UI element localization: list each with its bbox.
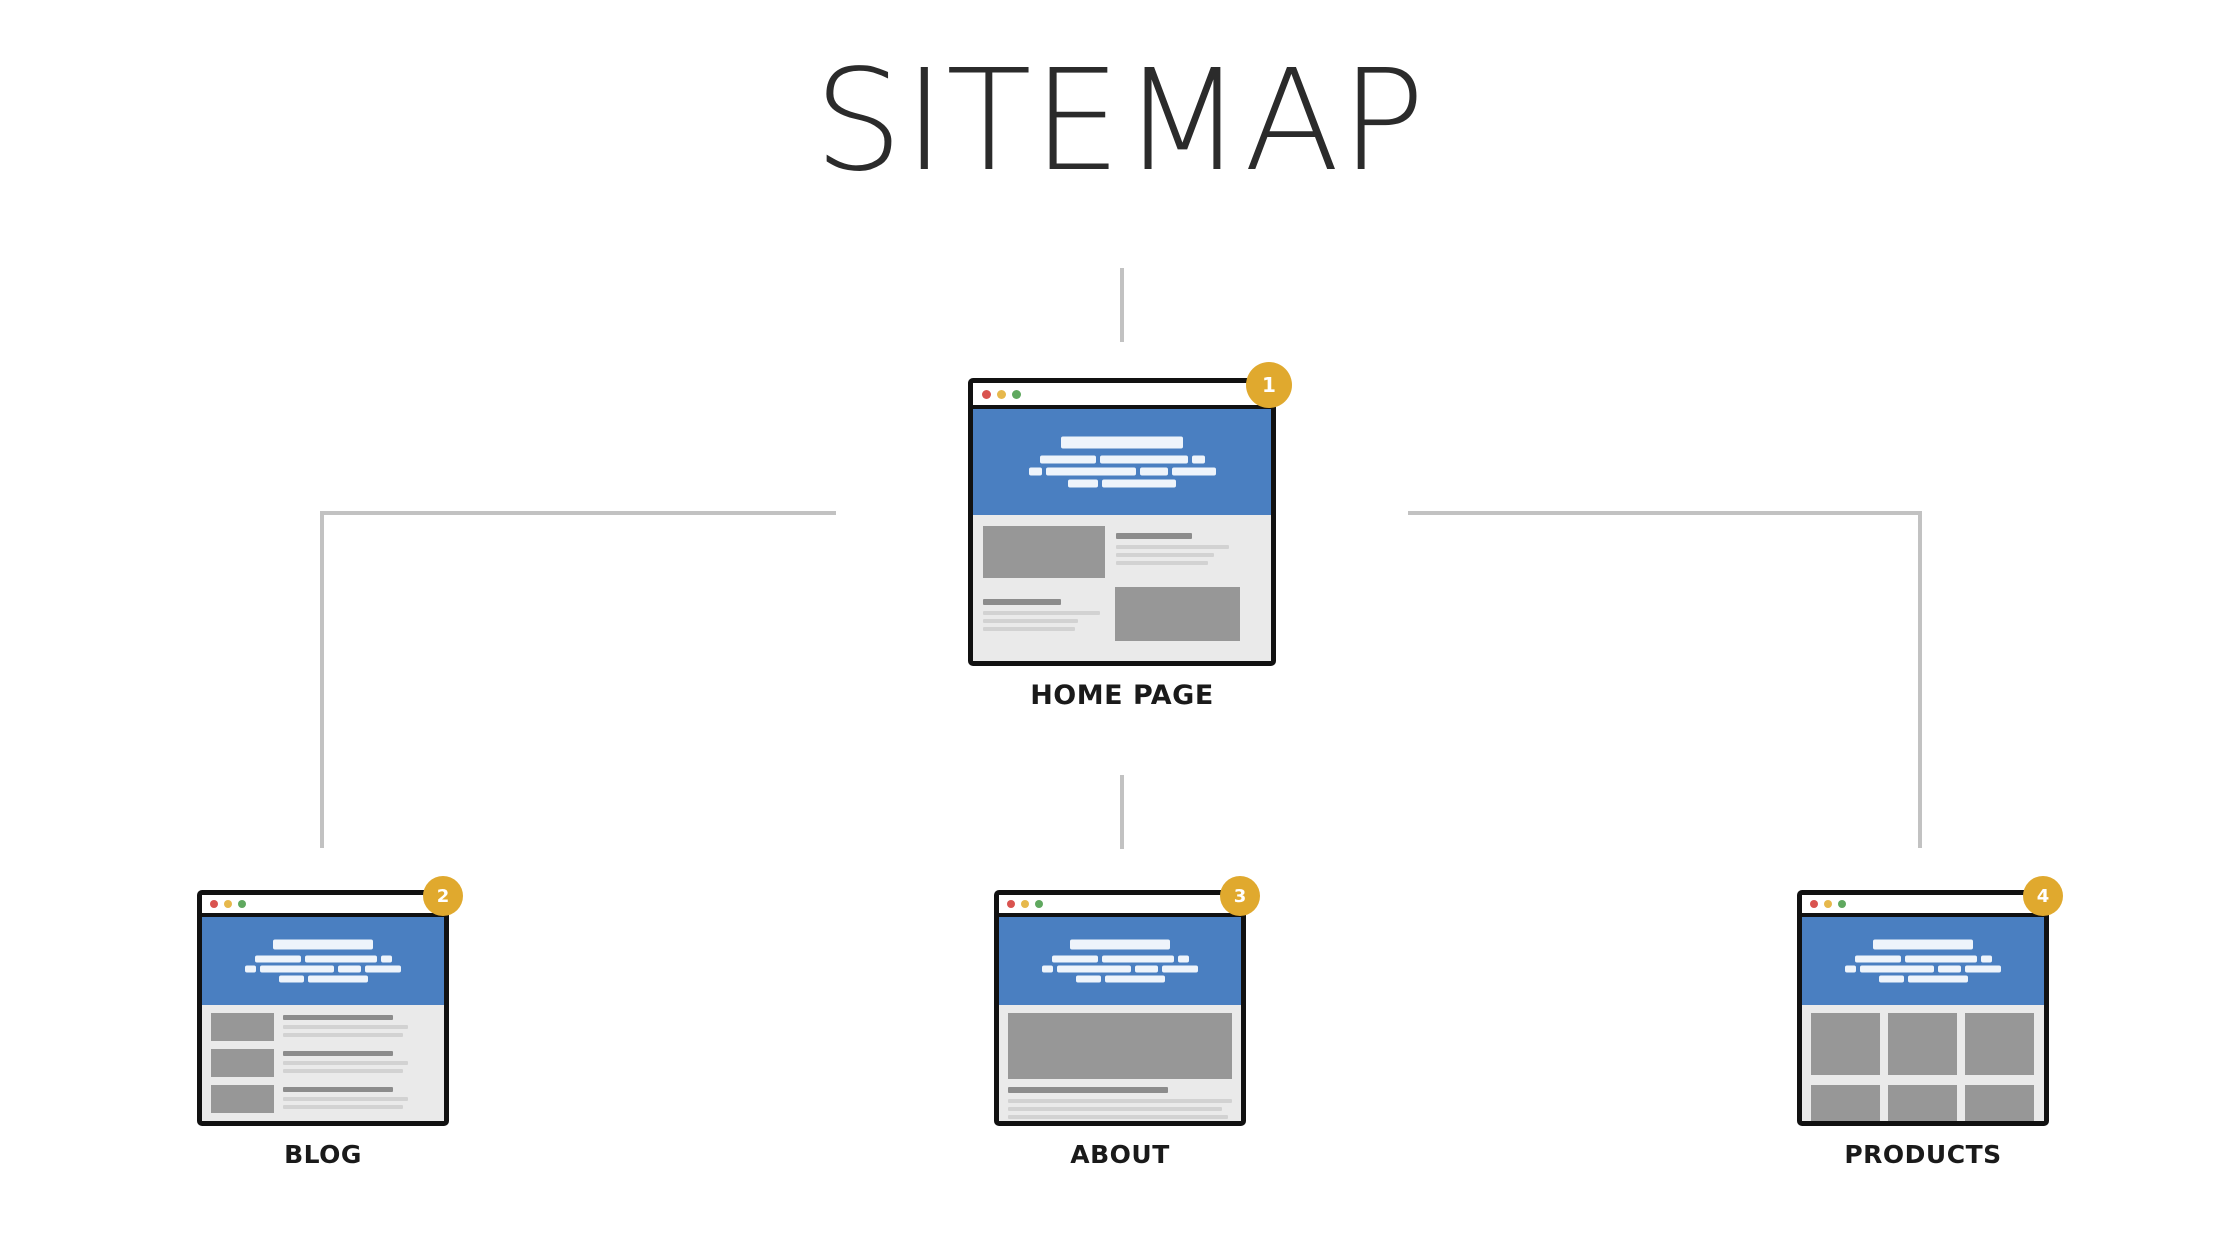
hero-banner <box>202 917 444 1005</box>
list-thumbnail <box>211 1049 274 1077</box>
sitemap-node-home[interactable]: 1 <box>968 362 1292 711</box>
product-tile <box>1888 1085 1957 1121</box>
traffic-light-red-icon <box>1810 900 1818 908</box>
connector-home-to-blog-horizontal <box>320 511 836 515</box>
browser-window-home <box>968 378 1276 666</box>
page-content-products <box>1802 1005 2044 1121</box>
sitemap-node-products[interactable]: 4 <box>1797 876 2063 1169</box>
product-tile <box>1965 1085 2034 1121</box>
content-body-line <box>1008 1107 1222 1111</box>
product-tile <box>1888 1013 1957 1075</box>
content-heading-line <box>1116 533 1192 539</box>
content-body-line <box>983 627 1075 631</box>
product-tile <box>1811 1013 1880 1075</box>
traffic-light-green-icon <box>1838 900 1846 908</box>
list-body-line <box>283 1033 403 1037</box>
content-body-line <box>1116 553 1214 557</box>
traffic-light-green-icon <box>1012 389 1021 399</box>
content-image-block <box>1115 587 1240 641</box>
list-body-line <box>283 1069 403 1073</box>
list-body-line <box>283 1105 403 1109</box>
hero-placeholder-lines <box>999 939 1241 983</box>
node-label-about: ABOUT <box>1070 1140 1170 1169</box>
list-thumbnail <box>211 1085 274 1113</box>
node-badge-home: 1 <box>1246 362 1292 408</box>
traffic-light-red-icon <box>210 900 218 908</box>
sitemap-node-about[interactable]: 3 <box>994 876 1260 1169</box>
traffic-light-yellow-icon <box>1824 900 1832 908</box>
hero-banner <box>999 917 1241 1005</box>
connector-home-to-products-horizontal <box>1408 511 1922 515</box>
connector-title-to-home <box>1120 268 1124 342</box>
traffic-light-green-icon <box>238 900 246 908</box>
content-body-line <box>1116 545 1229 549</box>
node-badge-blog: 2 <box>423 876 463 916</box>
list-body-line <box>283 1061 408 1065</box>
content-body-line <box>983 611 1100 615</box>
content-body-line <box>1008 1115 1228 1119</box>
content-image-block <box>983 526 1105 578</box>
hero-placeholder-lines <box>202 939 444 983</box>
product-tile <box>1965 1013 2034 1075</box>
node-badge-about: 3 <box>1220 876 1260 916</box>
hero-placeholder-lines <box>1802 939 2044 983</box>
node-label-home: HOME PAGE <box>1030 680 1214 711</box>
browser-window-about <box>994 890 1246 1126</box>
hero-placeholder-lines <box>973 436 1271 488</box>
browser-window-blog <box>197 890 449 1126</box>
node-label-blog: BLOG <box>284 1140 362 1169</box>
page-title: SITEMAP <box>813 40 1427 203</box>
browser-titlebar <box>202 895 444 917</box>
content-body-line <box>1008 1099 1232 1103</box>
traffic-light-green-icon <box>1035 900 1043 908</box>
product-tile <box>1811 1085 1880 1121</box>
list-body-line <box>283 1025 408 1029</box>
list-thumbnail <box>211 1013 274 1041</box>
sitemap-node-blog[interactable]: 2 <box>197 876 463 1169</box>
connector-home-to-blog-vertical <box>320 511 324 848</box>
browser-titlebar <box>999 895 1241 917</box>
browser-titlebar <box>1802 895 2044 917</box>
traffic-light-red-icon <box>1007 900 1015 908</box>
page-content-home <box>973 515 1271 661</box>
list-body-line <box>283 1097 408 1101</box>
content-heading-line <box>983 599 1061 605</box>
content-body-line <box>983 619 1078 623</box>
connector-home-to-about <box>1120 775 1124 849</box>
browser-titlebar <box>973 383 1271 409</box>
hero-banner <box>1802 917 2044 1005</box>
content-heading-line <box>1008 1087 1168 1093</box>
list-heading-line <box>283 1015 393 1020</box>
list-heading-line <box>283 1087 393 1092</box>
node-label-products: PRODUCTS <box>1844 1140 2002 1169</box>
traffic-light-yellow-icon <box>224 900 232 908</box>
traffic-light-red-icon <box>982 389 991 399</box>
traffic-light-yellow-icon <box>1021 900 1029 908</box>
connector-home-to-products-vertical <box>1918 511 1922 848</box>
list-heading-line <box>283 1051 393 1056</box>
page-content-about <box>999 1005 1241 1121</box>
node-badge-products: 4 <box>2023 876 2063 916</box>
content-body-line <box>1116 561 1208 565</box>
page-content-blog <box>202 1005 444 1121</box>
hero-banner <box>973 409 1271 515</box>
traffic-light-yellow-icon <box>997 389 1006 399</box>
hero-image-block <box>1008 1013 1232 1079</box>
browser-window-products <box>1797 890 2049 1126</box>
